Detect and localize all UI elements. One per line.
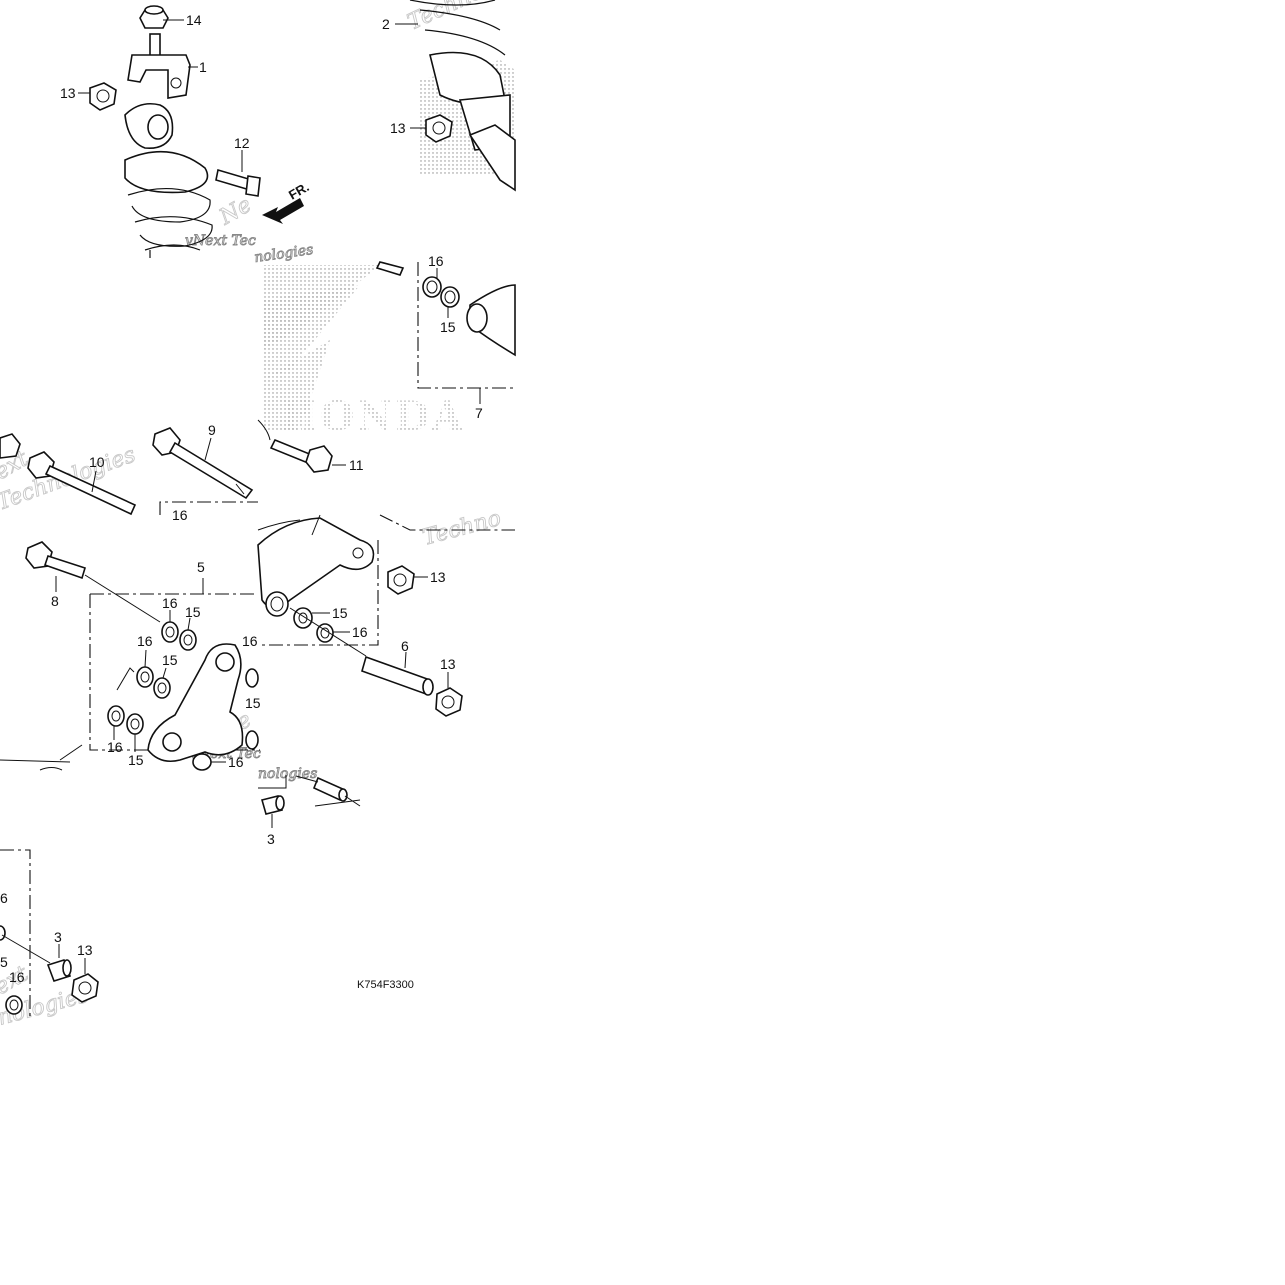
callout-15: 15 bbox=[162, 652, 178, 668]
callout-13: 13 bbox=[390, 120, 406, 136]
honda-wing-watermark bbox=[262, 265, 380, 430]
callout-6: 6 bbox=[0, 890, 8, 906]
callout-13: 13 bbox=[430, 569, 446, 585]
cushion-arm-assembly bbox=[0, 541, 260, 771]
callout-16: 16 bbox=[228, 754, 244, 770]
front-direction-marker: FR. bbox=[286, 179, 312, 202]
callout-13: 13 bbox=[440, 656, 456, 672]
callout-16: 16 bbox=[162, 595, 178, 611]
shock-absorber-bottom bbox=[409, 0, 516, 192]
callout-15: 5 bbox=[0, 954, 8, 970]
callout-16: 16 bbox=[172, 507, 188, 523]
callout-16: 16 bbox=[428, 253, 444, 269]
callout-16: 16 bbox=[137, 633, 153, 649]
callout-3: 3 bbox=[54, 929, 62, 945]
callout-14: 14 bbox=[186, 12, 202, 28]
callout-15: 15 bbox=[245, 695, 261, 711]
callout-10: 10 bbox=[89, 454, 105, 470]
callout-15: 15 bbox=[440, 319, 456, 335]
callout-13: 13 bbox=[60, 85, 76, 101]
watermark-text: vNext Tec bbox=[185, 233, 256, 249]
callout-11: 11 bbox=[349, 457, 364, 473]
callout-12: 12 bbox=[234, 135, 250, 151]
callout-15: 15 bbox=[128, 752, 144, 768]
callout-6: 6 bbox=[401, 638, 409, 654]
callout-15: 15 bbox=[332, 605, 348, 621]
long-bolts-group bbox=[0, 427, 258, 516]
callout-16: 16 bbox=[107, 739, 123, 755]
collar-assembly bbox=[258, 775, 361, 815]
callout-7: 7 bbox=[475, 405, 483, 421]
callout-3: 3 bbox=[267, 831, 275, 847]
callout-15: 15 bbox=[185, 604, 201, 620]
watermark-text: Techno bbox=[420, 506, 504, 551]
callout-1: 1 bbox=[199, 59, 207, 75]
callout-8: 8 bbox=[51, 593, 59, 609]
watermark-text: nologies bbox=[253, 242, 314, 266]
connecting-rod-assembly bbox=[257, 514, 515, 717]
callout-13: 13 bbox=[77, 942, 93, 958]
callout-5: 5 bbox=[197, 559, 205, 575]
lower-collar-assembly bbox=[0, 849, 99, 1020]
callout-2: 2 bbox=[382, 16, 390, 32]
callout-9: 9 bbox=[208, 422, 216, 438]
honda-wordmark-watermark: HONDA bbox=[280, 393, 465, 440]
swingarm-pivot-assembly bbox=[257, 261, 516, 473]
shock-absorber-top bbox=[89, 5, 304, 258]
callout-16: 16 bbox=[9, 969, 25, 985]
callout-16: 16 bbox=[242, 633, 258, 649]
diagram-code: K754F3300 bbox=[357, 979, 414, 991]
callout-16: 16 bbox=[352, 624, 368, 640]
watermark-text: Ne bbox=[215, 192, 256, 230]
